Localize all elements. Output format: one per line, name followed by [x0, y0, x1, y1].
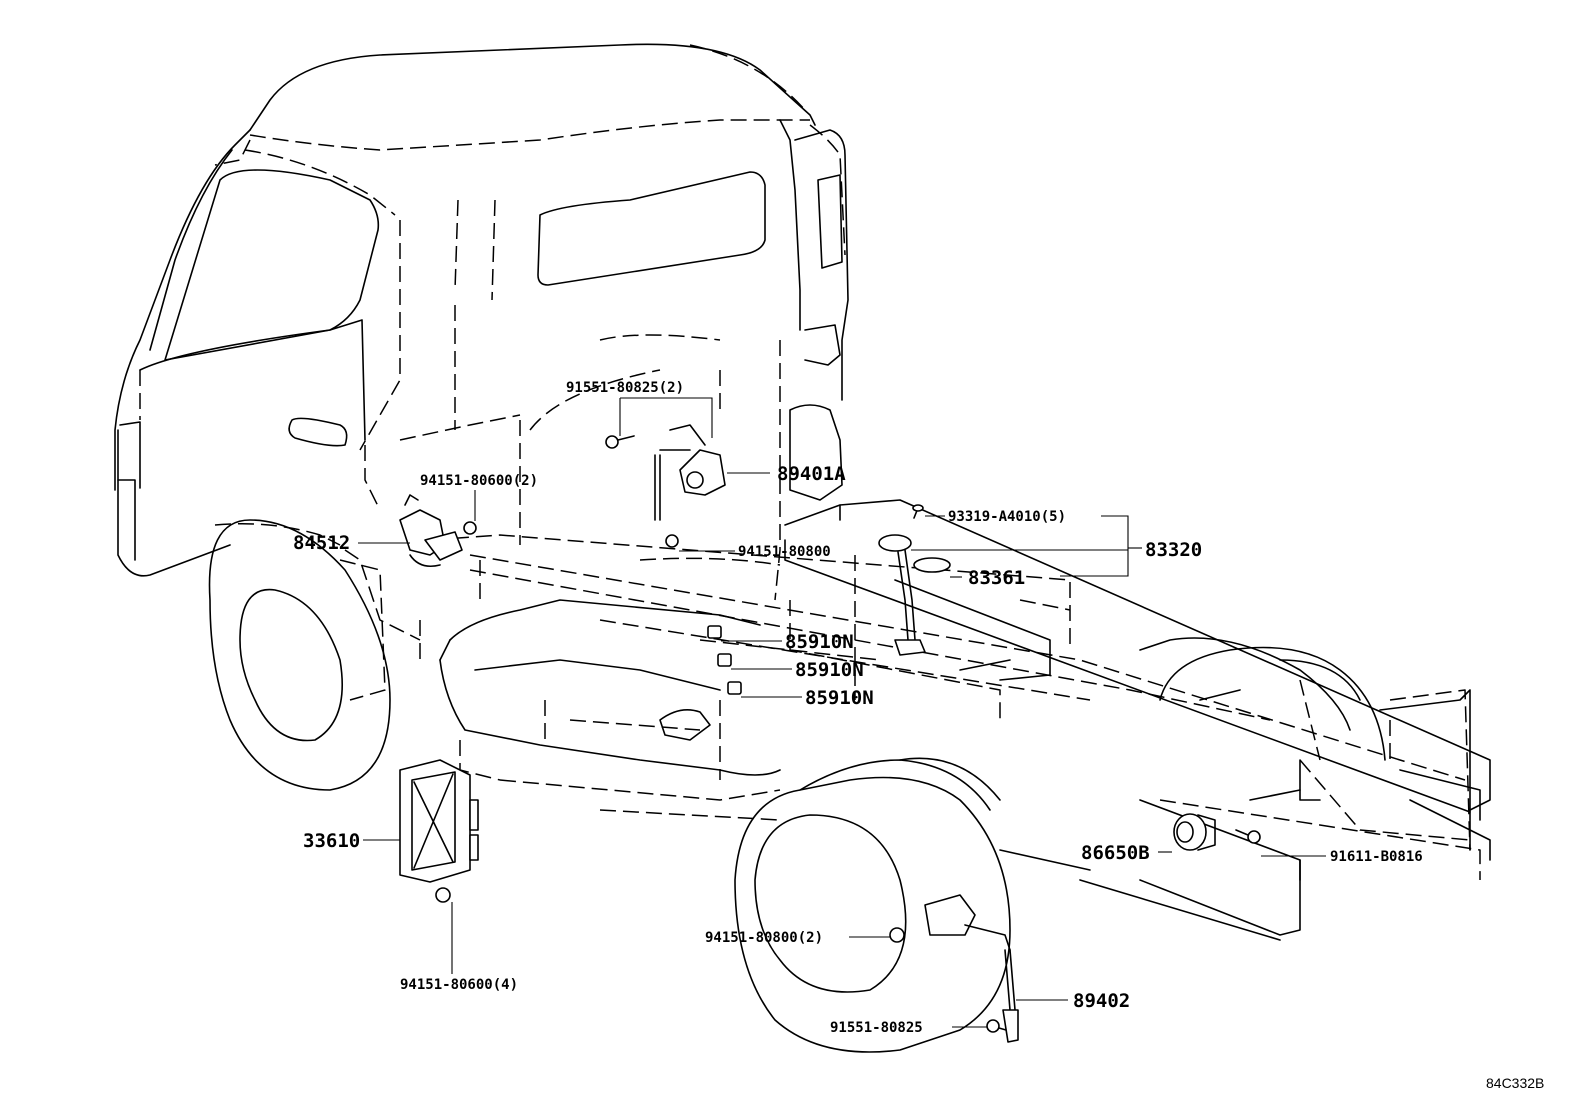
part-83320-sender [878, 534, 926, 656]
part-89401A-height-sensor [654, 424, 726, 521]
label-85910N-3: 85910N [805, 687, 874, 709]
bolt-93319-A4010 [912, 504, 924, 519]
label-91611-B0816: 91611-B0816 [1330, 849, 1423, 865]
label-85910N-2: 85910N [795, 659, 864, 681]
label-83320: 83320 [1145, 539, 1202, 561]
part-33610-ecu [399, 759, 479, 883]
clamp-85910N-1 [707, 625, 722, 639]
diagram-ref-code: 84C332B [1486, 1075, 1544, 1091]
rear-wheel-left [734, 757, 1011, 1053]
fuel-tank [439, 599, 781, 821]
part-89402-height-sensor [924, 894, 1019, 1043]
label-94151-80600-2: 94151-80600(2) [420, 473, 538, 489]
clamp-85910N-3 [727, 681, 742, 695]
label-86650B: 86650B [1081, 842, 1150, 864]
label-94151-80800: 94151-80800 [738, 544, 831, 560]
label-91551-80825: 91551-80825 [830, 1020, 923, 1036]
chassis-frame [419, 534, 1481, 880]
label-94151-80600-4: 94151-80600(4) [400, 977, 518, 993]
label-89401A: 89401A [777, 463, 846, 485]
front-wheel [208, 519, 391, 791]
nut-94151-80800-lower [889, 927, 905, 943]
clamp-85910N-2 [717, 653, 732, 667]
label-91551-80825-2: 91551-80825(2) [566, 380, 684, 396]
label-85910N-1: 85910N [785, 631, 854, 653]
label-93319-A4010-5: 93319-A4010(5) [948, 509, 1066, 525]
rear-wheel-right [1159, 646, 1386, 761]
part-86650B-horn [1173, 813, 1216, 851]
bolt-91551-80825-upper [605, 435, 635, 449]
nut-94151-80600-ecu [435, 887, 451, 903]
label-83361: 83361 [968, 567, 1025, 589]
chassis-rails-solid [784, 499, 1491, 941]
nut-94151-80800-upper [665, 534, 679, 548]
bolt-91611-B0816 [1235, 829, 1261, 844]
part-84512-switch [399, 494, 463, 568]
nut-94151-80600-cab [463, 521, 477, 535]
label-89402: 89402 [1073, 990, 1130, 1012]
part-83361-gasket [913, 557, 951, 573]
truck-cab-outline [114, 43, 849, 641]
label-94151-80800-2: 94151-80800(2) [705, 930, 823, 946]
leader-lines [358, 397, 1326, 1028]
label-84512: 84512 [293, 532, 350, 554]
bolt-91551-80825-lower [986, 1019, 1007, 1033]
label-33610: 33610 [303, 830, 360, 852]
